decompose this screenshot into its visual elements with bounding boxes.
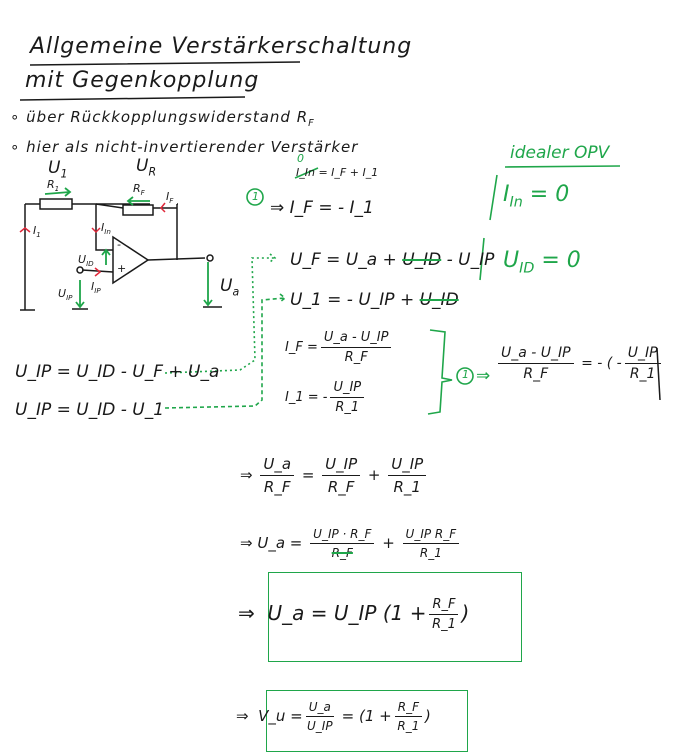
label-ua: Ua — [220, 276, 240, 299]
bullet-text: hier als nicht-invertierender Verstärker — [26, 138, 359, 156]
label-uid: UID — [78, 253, 94, 269]
bullet-sub: F — [308, 118, 315, 129]
eq-mesh1: U_IP = U_ID - U_F + U_a — [15, 362, 220, 382]
annotations — [164, 165, 621, 415]
circuit-arrows — [44, 187, 213, 309]
kcl-zero: 0 — [297, 152, 304, 165]
opamp-circuit — [20, 198, 222, 311]
eq-kcl: I_In = I_F + I_1 — [296, 166, 379, 179]
bracket-right — [656, 347, 661, 401]
title-line1: Allgemeine Verstärkerschaltung — [30, 34, 413, 59]
label-iip: IIP — [91, 280, 101, 296]
result-box — [268, 572, 522, 662]
label-r1: R1 — [47, 178, 60, 194]
title-line2: mit Gegenkopplung — [25, 68, 260, 93]
label-uip: UIP — [58, 287, 73, 303]
marker-1: 1 — [252, 190, 259, 203]
label-ur: UR — [136, 156, 157, 179]
label-u1: U1 — [48, 158, 68, 181]
label-i1: I1 — [33, 224, 41, 240]
eq-mesh2: U_IP = U_ID - U_1 — [15, 400, 165, 420]
label-minus: - — [117, 238, 121, 251]
label-if: IF — [166, 190, 174, 206]
ideal-cond-current: IIn = 0 — [503, 182, 570, 211]
eq-if: ⇒ I_F = - I_1 — [270, 198, 374, 218]
implies-green: ⇒ — [476, 366, 491, 386]
bullet-text: über Rückkopplungswiderstand R — [26, 108, 309, 126]
label-plus: + — [117, 262, 127, 275]
marker-1b: 1 — [462, 368, 469, 381]
title-underline — [19, 61, 301, 101]
eq-uf: U_F = U_a + U_ID - U_IP — [290, 250, 495, 270]
ideal-cond-voltage: UID = 0 — [503, 248, 581, 277]
bullet-feedback: ∘ über Rückkopplungswiderstand RF — [10, 108, 315, 129]
eq-u1: U_1 = - U_IP + U_ID — [290, 290, 459, 310]
current-arrows — [19, 202, 166, 277]
label-iin: IIn — [101, 221, 111, 237]
ideal-title: idealer OPV — [510, 143, 610, 163]
bullet-noninverting: ∘ hier als nicht-invertierender Verstärk… — [10, 138, 359, 156]
label-rf: RF — [133, 182, 145, 198]
